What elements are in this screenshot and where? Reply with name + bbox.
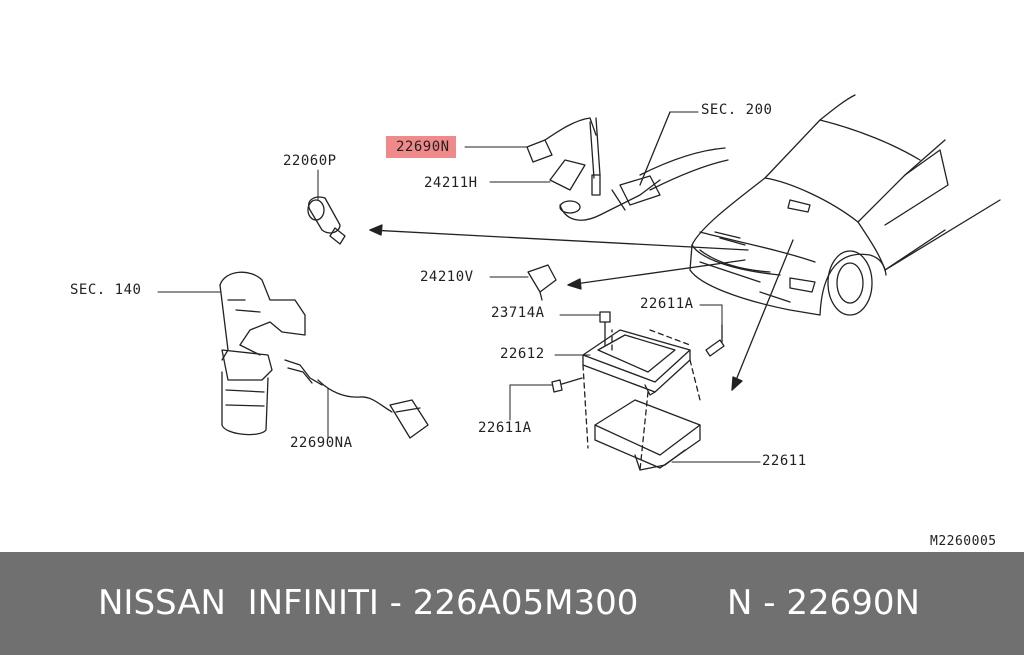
label-22060p[interactable]: 22060P bbox=[283, 153, 337, 169]
label-22611a-bottom[interactable]: 22611A bbox=[478, 420, 532, 436]
diagram-code: M2260005 bbox=[930, 534, 997, 549]
pointer-arrows bbox=[369, 224, 794, 391]
footer-bar: NISSAN INFINITI - 226A05M300 N - 22690N bbox=[0, 552, 1024, 655]
bracket-24210v-illustration bbox=[527, 264, 557, 301]
ecm-22611-illustration bbox=[582, 329, 701, 471]
exhaust-manifold-illustration bbox=[219, 271, 306, 436]
bolt-22611a-bottom-illustration bbox=[551, 377, 583, 393]
oxygen-sensor-22690n-illustration bbox=[526, 117, 601, 196]
bolt-23714a-illustration bbox=[599, 311, 611, 346]
footer-brand-part-number: NISSAN INFINITI - 226A05M300 bbox=[98, 583, 639, 623]
label-23714a[interactable]: 23714A bbox=[491, 305, 545, 321]
car-illustration bbox=[689, 94, 1001, 316]
label-sec-140: SEC. 140 bbox=[70, 282, 142, 298]
label-22612[interactable]: 22612 bbox=[500, 346, 545, 362]
parts-diagram bbox=[157, 94, 1001, 471]
label-22611[interactable]: 22611 bbox=[762, 453, 807, 469]
heat-shield-24211h-illustration bbox=[549, 111, 729, 221]
label-22690na[interactable]: 22690NA bbox=[290, 435, 353, 451]
label-24211h[interactable]: 24211H bbox=[424, 175, 478, 191]
label-22690n[interactable]: 22690N bbox=[386, 136, 456, 158]
bolt-22611a-top-illustration bbox=[705, 324, 725, 357]
label-24210v[interactable]: 24210V bbox=[420, 269, 474, 285]
oxygen-sensor-22690na-illustration bbox=[284, 359, 429, 439]
label-sec-200: SEC. 200 bbox=[701, 102, 773, 118]
leader-lines bbox=[157, 111, 761, 463]
footer-part-code: N - 22690N bbox=[727, 583, 920, 623]
label-22611a-top[interactable]: 22611A bbox=[640, 296, 694, 312]
knock-sensor-22060p-illustration bbox=[307, 196, 346, 245]
